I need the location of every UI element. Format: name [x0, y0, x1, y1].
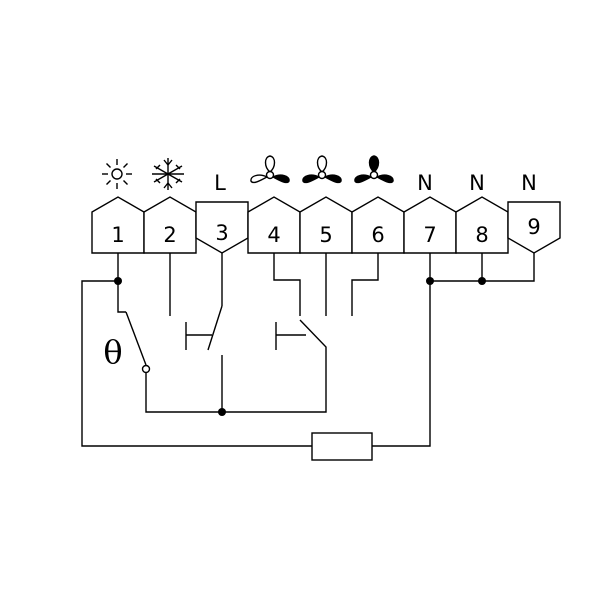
terminal-number-4: 4: [267, 223, 280, 247]
thermostat-symbol: θ: [103, 333, 122, 371]
heat-cool-switch-actuator: [185, 322, 212, 350]
terminal-number-6: 6: [371, 223, 384, 247]
wire-terminal-1-switch: [117, 281, 126, 313]
junction-terminal-8: [478, 277, 486, 285]
wire-neutral-bus: [430, 253, 535, 282]
thermostat-switch-contact: [141, 364, 151, 374]
label-n-8: N: [469, 171, 485, 195]
terminal-9: [507, 201, 561, 254]
junction-terminal-1: [114, 277, 122, 285]
wire-terminal-1-loop: [81, 253, 312, 447]
wire-terminal-6: [351, 253, 379, 316]
label-n-7: N: [417, 171, 433, 195]
terminal-number-7: 7: [423, 223, 436, 247]
terminal-number-8: 8: [475, 223, 488, 247]
resistor: [311, 432, 373, 461]
wire-terminal-4: [273, 253, 301, 316]
junction-common: [218, 408, 226, 416]
heat-cool-switch-lever: [207, 305, 223, 351]
snowflake-icon: [152, 158, 184, 190]
label-l: L: [214, 171, 226, 195]
terminal-number-2: 2: [163, 223, 176, 247]
fan-speed-1-icon: [250, 155, 290, 184]
sun-icon: [102, 159, 132, 189]
fan-speed-switch-actuator: [275, 322, 306, 350]
terminal-number-5: 5: [319, 223, 332, 247]
wire-thermostat-to-common: [145, 319, 327, 413]
fan-speed-3-icon: [354, 155, 394, 184]
thermostat-switch-lever: [125, 311, 147, 366]
terminal-number-3: 3: [215, 221, 228, 245]
junction-terminal-7: [426, 277, 434, 285]
label-n-9: N: [521, 171, 537, 195]
fan-speed-2-icon: [302, 155, 342, 184]
wire-resistor-to-terminal-7: [372, 253, 431, 447]
terminal-3: [195, 201, 249, 254]
terminal-number-1: 1: [111, 223, 124, 247]
terminal-number-9: 9: [527, 215, 540, 239]
